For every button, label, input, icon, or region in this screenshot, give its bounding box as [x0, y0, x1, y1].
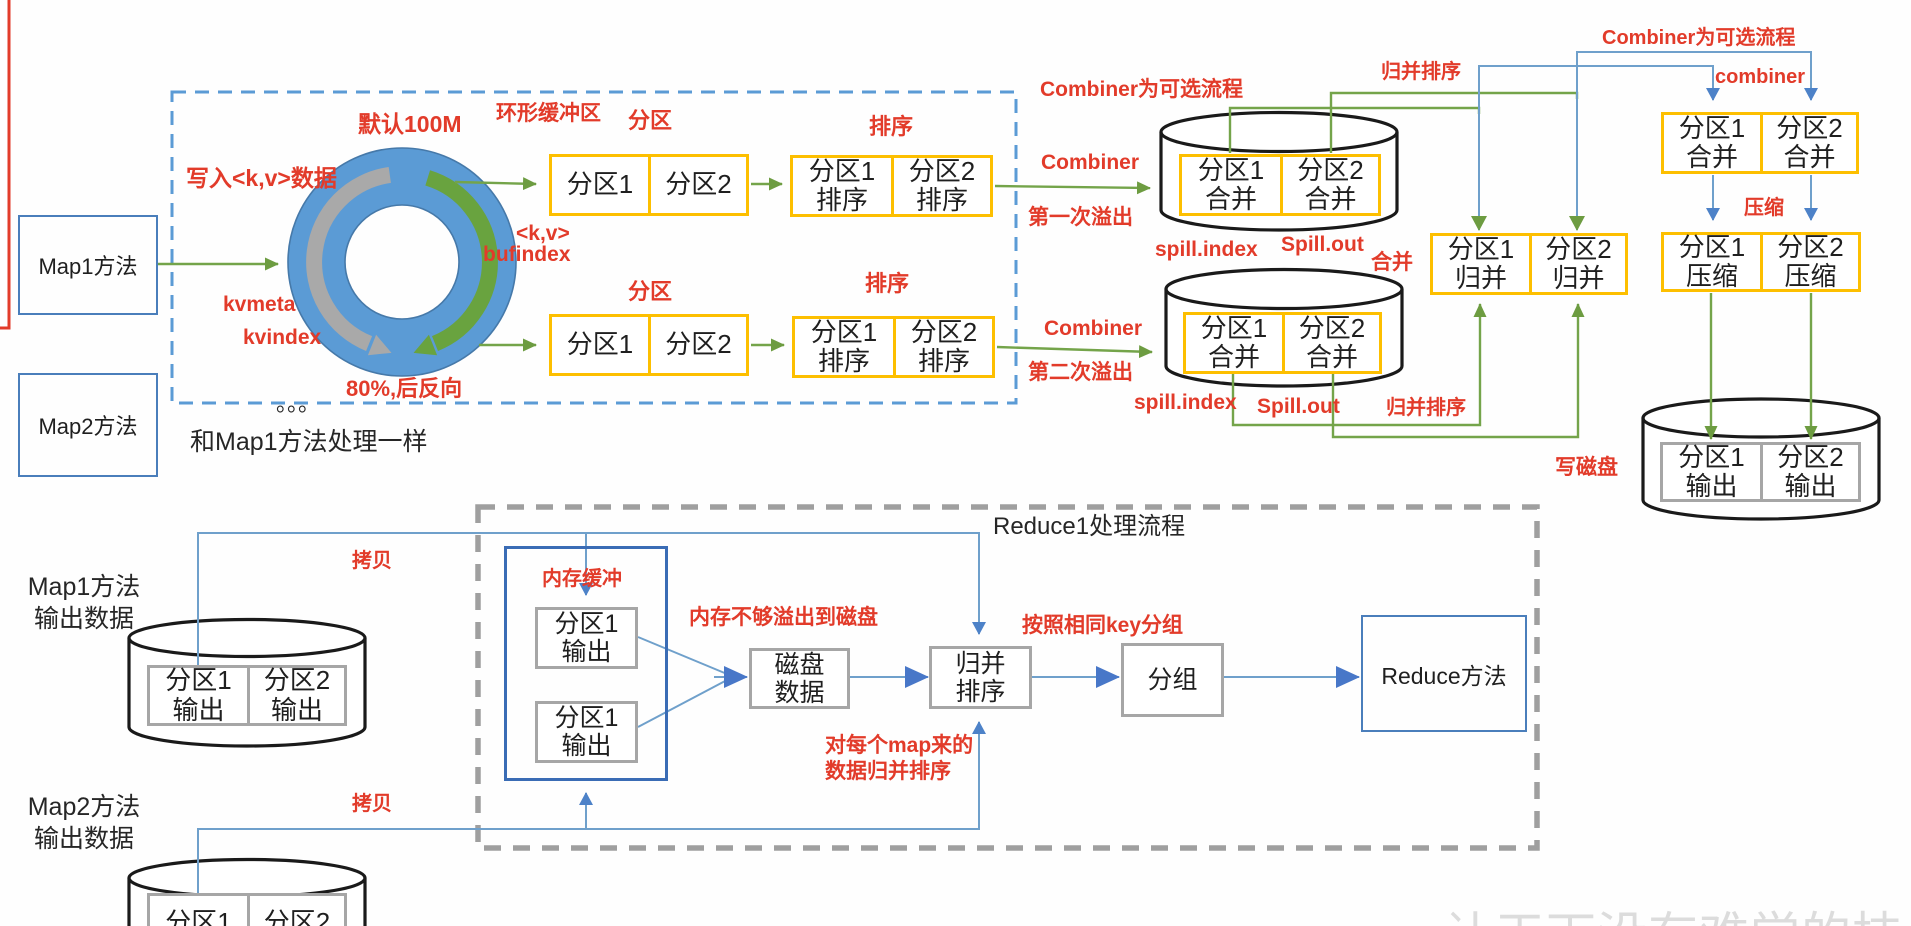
map1-method-label: Map1方法 — [38, 254, 138, 279]
copy1-label: 拷贝 — [352, 550, 392, 572]
spill-index1-label: spill.index — [1155, 238, 1258, 261]
partition2-cell-row2: 分区2 — [648, 314, 749, 376]
write-disk-label: 写磁盘 — [1555, 456, 1618, 479]
merge-sort-box: 归并排序 — [929, 646, 1032, 709]
map2-out-partition1-cell: 分区1 — [147, 893, 250, 926]
kv-data-arc-arrow — [425, 170, 498, 352]
group-by-key-note: 按照相同key分组 — [1022, 614, 1184, 637]
bufindex-label: bufindex — [483, 243, 571, 266]
map2-out-partition2-cell: 分区2 — [247, 893, 347, 926]
merge-sort-top-label: 归并排序 — [1381, 61, 1461, 83]
combiner1-label: Combiner — [1041, 151, 1140, 174]
first-spill-label: 第一次溢出 — [1028, 206, 1133, 229]
memory-buffer-label: 内存缓冲 — [542, 568, 622, 590]
reduce1-title: Reduce1处理流程 — [993, 513, 1186, 540]
second-spill-label: 第二次溢出 — [1028, 361, 1133, 384]
kvmeta-arc-arrowhead — [367, 334, 392, 356]
spill-index2-label: spill.index — [1134, 391, 1237, 414]
map1-output-label: Map1方法输出数据 — [27, 573, 141, 633]
reduce-method-label: Reduce方法 — [1381, 662, 1507, 689]
write-kv-label: 写入<k,v>数据 — [186, 165, 337, 191]
combiner-small-label: combiner — [1715, 66, 1806, 88]
per-map-merge-note: 对每个map来的数据归并排序 — [825, 734, 974, 783]
kvmeta-label: kvmeta — [223, 293, 296, 316]
map-task-dashed-box — [170, 90, 1018, 405]
kvmeta-arc-arrow — [306, 166, 392, 352]
watermark-text: 让天下没有难学的技术 — [1444, 896, 1911, 926]
map1-method-box: Map1方法 — [18, 215, 158, 315]
map2-method-box: Map2方法 — [18, 373, 158, 477]
ring-buffer-title: 环形缓冲区 — [496, 102, 601, 125]
partition1-cell-row1: 分区1 — [549, 154, 651, 216]
partition-title-1: 分区 — [628, 108, 673, 133]
combiner-optional-label-right: Combiner为可选流程 — [1602, 27, 1796, 49]
mem-spill-note: 内存不够溢出到磁盘 — [689, 606, 878, 629]
merge-sort-bottom-label: 归并排序 — [1386, 397, 1466, 419]
merge-sort-arrowhead-2 — [1569, 216, 1585, 231]
sort-title-2: 排序 — [865, 271, 910, 296]
partition-title-2: 分区 — [628, 279, 673, 304]
sort-title-1: 排序 — [869, 114, 914, 139]
reverse-80pct-label: 80%,后反向 — [346, 376, 463, 401]
spill-out1-label: Spill.out — [1281, 233, 1364, 256]
ring-buffer — [287, 147, 517, 377]
red-margin-line — [0, 0, 11, 330]
blue-flow-connectors — [197, 51, 1818, 893]
map2-output-label: Map2方法输出数据 — [27, 793, 141, 853]
compress-label: 压缩 — [1744, 197, 1784, 219]
merge-red-label: 合并 — [1371, 251, 1413, 274]
partition2-cell-row1: 分区2 — [648, 154, 749, 216]
partition1-cell-row2: 分区1 — [549, 314, 651, 376]
combiner2-label: Combiner — [1044, 317, 1143, 340]
reduce-task-dashed-box — [475, 504, 1540, 851]
default-100m-label: 默认100M — [358, 111, 462, 137]
memory-buffer-box — [504, 546, 668, 781]
kvindex-label: kvindex — [243, 326, 322, 349]
map2-method-label: Map2方法 — [38, 414, 138, 439]
group-box: 分组 — [1121, 643, 1224, 717]
kv-data-arc-arrowhead — [413, 334, 438, 356]
same-as-map1-note: 和Map1方法处理一样 — [190, 428, 428, 456]
spill-out2-label: Spill.out — [1257, 395, 1340, 418]
disk-data-box: 磁盘数据 — [749, 648, 850, 709]
ellipsis-dots: 。。。 — [276, 391, 321, 416]
reduce-method-box: Reduce方法 — [1361, 615, 1527, 732]
combiner-optional-label-left: Combiner为可选流程 — [1040, 78, 1244, 101]
copy2-label: 拷贝 — [352, 793, 392, 815]
kv-label: <k,v> — [516, 222, 570, 245]
merge-sort-arrowhead-1 — [1471, 216, 1487, 231]
